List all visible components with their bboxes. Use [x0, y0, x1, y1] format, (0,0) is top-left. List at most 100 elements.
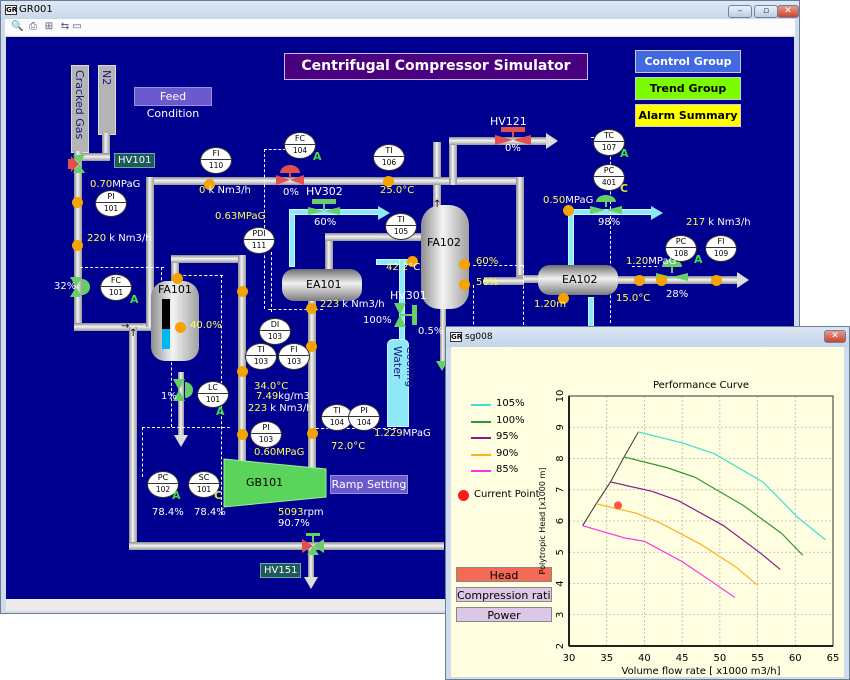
ti105-tap[interactable] [407, 256, 418, 267]
fi110-tap[interactable] [204, 179, 215, 190]
ea102-temp-tap[interactable] [634, 275, 645, 286]
fa102-high-tap[interactable] [459, 259, 470, 270]
hv151-vent-pipe [308, 547, 314, 579]
pdi111-tap[interactable] [237, 286, 248, 297]
head-button[interactable]: Head [456, 567, 552, 582]
gb101-label: GB101 [246, 476, 284, 489]
fi110-unit: k Nm3/h [205, 185, 251, 196]
network-icon[interactable]: ⊞ [44, 21, 54, 32]
feed-flow-tap[interactable] [72, 240, 83, 251]
hv101-tag[interactable]: HV101 [114, 153, 156, 168]
alarm-summary-button[interactable]: Alarm Summary [635, 104, 741, 127]
legend-swatch-100 [471, 421, 491, 423]
page-title: Centrifugal Compressor Simulator [284, 53, 588, 80]
legend-swatch-105 [471, 404, 491, 406]
instrument-number: 111 [251, 241, 267, 250]
pi103-tap[interactable] [237, 429, 248, 440]
pc401-valve-icon[interactable] [588, 195, 624, 217]
main-title-bar[interactable]: GR GR001 – ▫ ✕ [1, 1, 799, 19]
fa101-top-tap[interactable] [172, 273, 183, 284]
fi109-tap[interactable] [711, 275, 722, 286]
fc101-valve-icon[interactable] [68, 275, 94, 299]
ti103-reading: 34.0°C [254, 381, 288, 392]
fa101-vessel[interactable]: FA101 [151, 281, 199, 361]
gb101-compressor[interactable] [222, 457, 332, 509]
ea101-label: EA101 [306, 278, 342, 291]
hv121-valve-icon[interactable] [493, 127, 533, 147]
ti104-tap[interactable] [307, 428, 318, 439]
tc107-mode: A [620, 147, 629, 160]
ramp-setting-button[interactable]: Ramp Setting [330, 475, 408, 494]
lc101-valve-icon[interactable] [171, 377, 201, 403]
window-icon[interactable]: ▭ [72, 21, 82, 32]
fc104-valve-icon[interactable] [276, 165, 304, 187]
ti106-unit: °C [402, 185, 415, 196]
legend-swatch-85 [471, 470, 491, 472]
fi110-value: 0 [199, 185, 206, 196]
di103-tap[interactable] [306, 341, 317, 352]
ea102-exchanger[interactable]: EA102 [538, 265, 618, 295]
minimize-button[interactable]: – [728, 5, 752, 18]
ea102-level-tap[interactable] [558, 293, 569, 304]
instrument-type: PC [148, 472, 178, 484]
di103-reading: 7.49kg/m3 [256, 391, 310, 402]
ti105-value: 42.2 [386, 262, 409, 273]
hv151-valve-icon[interactable] [302, 533, 324, 555]
ea102-level-reading: 1.20m [534, 299, 566, 310]
ea101-exchanger[interactable]: EA101 [282, 269, 362, 301]
hv302-valve-icon[interactable] [306, 199, 342, 221]
zoom-icon[interactable]: 🔍 [11, 21, 24, 32]
fa102-low-tap[interactable] [459, 279, 470, 290]
hv101-valve-icon[interactable] [68, 153, 90, 175]
current-point-marker [614, 501, 623, 510]
pi101-tap[interactable] [72, 197, 83, 208]
popup-title-bar[interactable]: GR sg008 ✕ [446, 327, 849, 347]
hv301-valve-icon[interactable] [392, 301, 422, 331]
close-button[interactable]: ✕ [777, 5, 799, 18]
hv302-tag: HV302 [306, 185, 343, 198]
maximize-button[interactable]: ▫ [754, 5, 778, 18]
feed-condition-button[interactable]: Feed Condition [134, 87, 212, 120]
instrument-number: 109 [713, 249, 729, 258]
pc108-valve-opening: 28% [666, 289, 689, 300]
print-icon[interactable]: ⎙ [29, 21, 37, 32]
ti106-tap[interactable] [383, 176, 394, 187]
trend-group-button[interactable]: Trend Group [635, 77, 741, 100]
legend-105: 105% [496, 398, 525, 409]
ea101-flow-tap[interactable] [306, 303, 317, 314]
ti103-tap[interactable] [237, 366, 248, 377]
pc401-tap[interactable] [563, 205, 574, 216]
control-group-button[interactable]: Control Group [635, 50, 741, 73]
power-button[interactable]: Power [456, 607, 552, 622]
fa102-vessel[interactable]: FA102 [421, 205, 469, 309]
pc108-tap[interactable] [656, 275, 667, 286]
compression-ratio-button[interactable]: Compression ratio [456, 587, 552, 602]
pi103-reading: 0.60MPaG [254, 447, 304, 458]
hv151-tag[interactable]: HV151 [260, 563, 302, 578]
popup-close-button[interactable]: ✕ [824, 330, 846, 343]
fc101-mode: A [130, 293, 139, 306]
fa101-level-tap[interactable] [175, 322, 186, 333]
back-forward-icon[interactable]: ⇆ [60, 21, 70, 32]
